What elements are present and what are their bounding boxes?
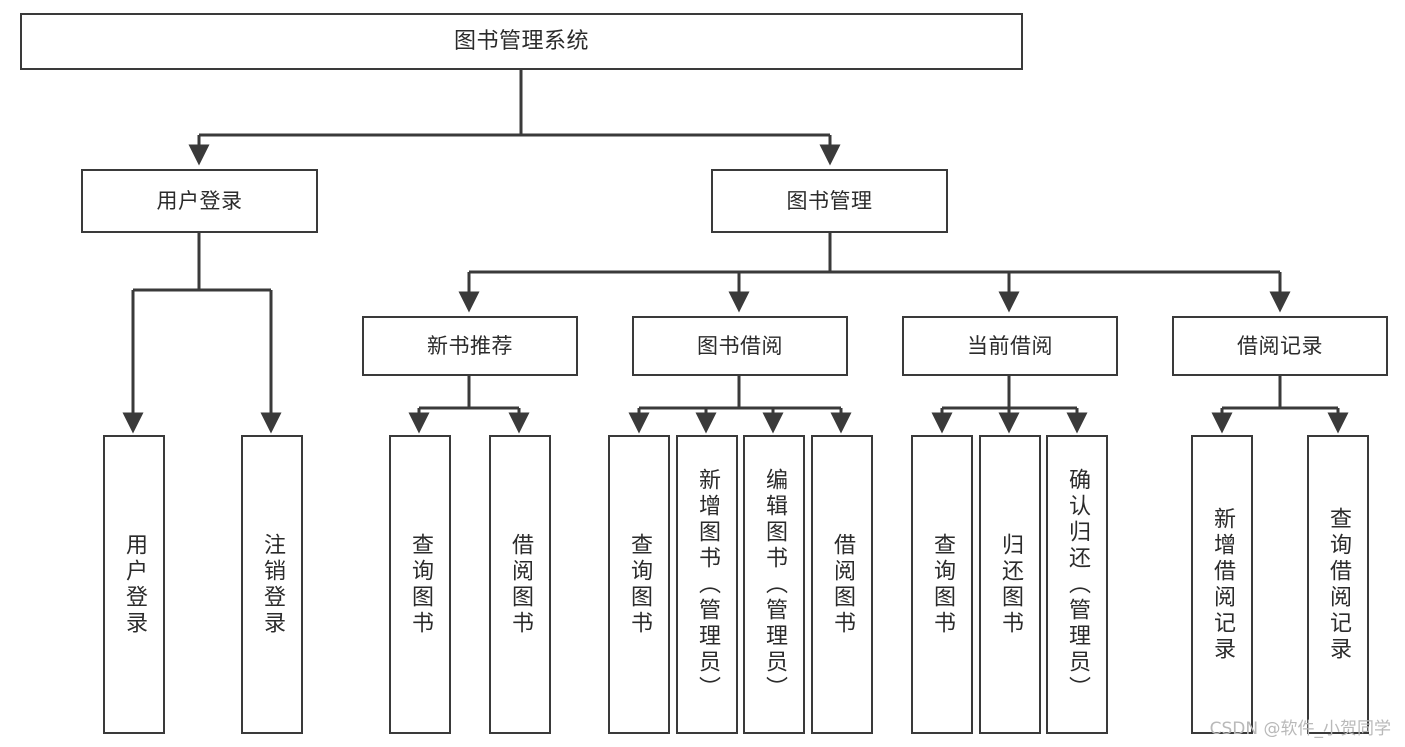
node-current-borrow[interactable]: 当前借阅 <box>902 316 1118 376</box>
node-borrow-record[interactable]: 借阅记录 <box>1172 316 1388 376</box>
node-leaf-borrow-book-1-label: 借阅图书 <box>508 532 533 637</box>
node-leaf-query-book-2-label: 查询图书 <box>627 532 652 637</box>
node-book-manage-label: 图书管理 <box>786 188 873 213</box>
node-new-book-recommend-label: 新书推荐 <box>427 333 513 358</box>
node-leaf-return-book[interactable]: 归还图书 <box>979 435 1041 734</box>
node-book-borrow[interactable]: 图书借阅 <box>632 316 848 376</box>
node-borrow-record-label: 借阅记录 <box>1237 333 1323 358</box>
node-leaf-edit-book-label: 编辑图书（管理员） <box>762 467 787 702</box>
node-leaf-query-book-1[interactable]: 查询图书 <box>389 435 451 734</box>
node-leaf-add-book-label: 新增图书（管理员） <box>695 467 720 702</box>
node-leaf-query-book-2[interactable]: 查询图书 <box>608 435 670 734</box>
node-leaf-confirm-return-label: 确认归还（管理员） <box>1065 467 1090 702</box>
node-leaf-borrow-book-2-label: 借阅图书 <box>830 532 855 637</box>
node-leaf-query-record[interactable]: 查询借阅记录 <box>1307 435 1369 734</box>
node-book-borrow-label: 图书借阅 <box>697 333 783 358</box>
node-leaf-query-book-3[interactable]: 查询图书 <box>911 435 973 734</box>
node-leaf-return-book-label: 归还图书 <box>998 532 1023 637</box>
node-leaf-user-login[interactable]: 用户登录 <box>103 435 165 734</box>
node-leaf-borrow-book-2[interactable]: 借阅图书 <box>811 435 873 734</box>
watermark: CSDN @软件_小贺同学 <box>1209 719 1391 739</box>
node-leaf-add-record-label: 新增借阅记录 <box>1210 506 1235 663</box>
node-leaf-user-logout[interactable]: 注销登录 <box>241 435 303 734</box>
node-leaf-edit-book[interactable]: 编辑图书（管理员） <box>743 435 805 734</box>
node-leaf-add-record[interactable]: 新增借阅记录 <box>1191 435 1253 734</box>
node-leaf-query-record-label: 查询借阅记录 <box>1326 506 1351 663</box>
node-leaf-confirm-return[interactable]: 确认归还（管理员） <box>1046 435 1108 734</box>
node-root-label: 图书管理系统 <box>453 28 589 54</box>
node-user-login-label: 用户登录 <box>156 188 243 213</box>
node-leaf-user-logout-label: 注销登录 <box>260 532 285 637</box>
node-leaf-query-book-3-label: 查询图书 <box>930 532 955 637</box>
node-new-book-recommend[interactable]: 新书推荐 <box>362 316 578 376</box>
node-leaf-query-book-1-label: 查询图书 <box>408 532 433 637</box>
node-book-manage[interactable]: 图书管理 <box>711 169 948 233</box>
node-leaf-add-book[interactable]: 新增图书（管理员） <box>676 435 738 734</box>
node-leaf-borrow-book-1[interactable]: 借阅图书 <box>489 435 551 734</box>
node-leaf-user-login-label: 用户登录 <box>122 532 147 637</box>
node-root[interactable]: 图书管理系统 <box>20 13 1023 70</box>
node-current-borrow-label: 当前借阅 <box>967 333 1053 358</box>
node-user-login[interactable]: 用户登录 <box>81 169 318 233</box>
